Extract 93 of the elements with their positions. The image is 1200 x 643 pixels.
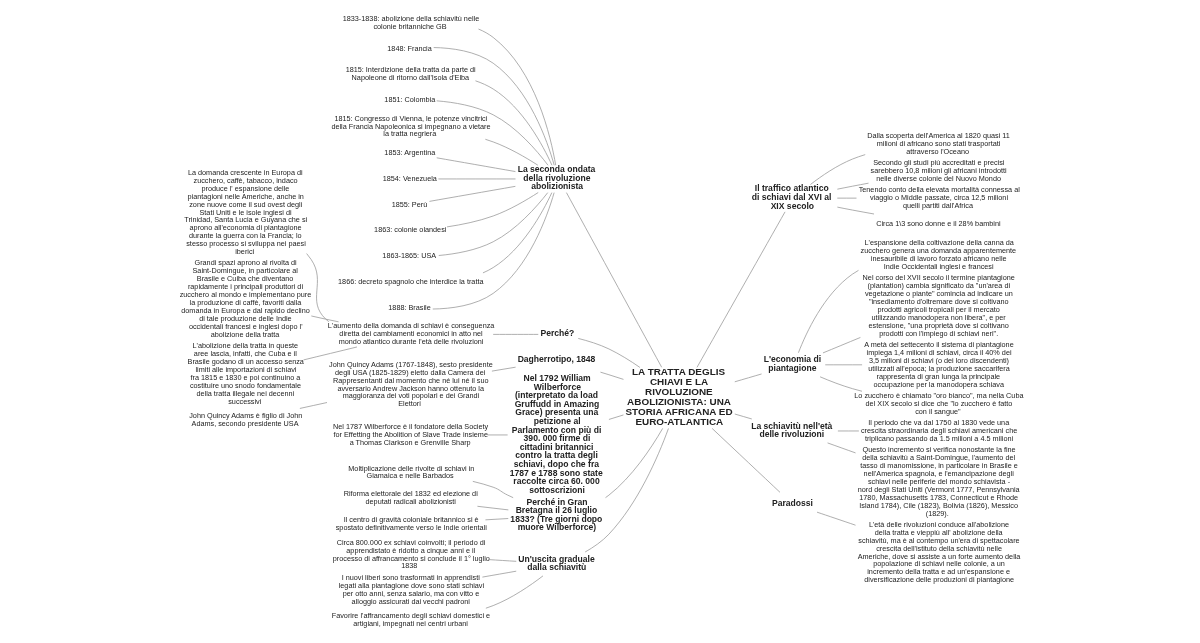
node-text: Perché? <box>540 327 575 338</box>
node-text: Nel corso del XVII secolo il termine piantagione (plantation) cambia significato da "un'area di vegetazione o piante" comincia ad indicare un "insediamento d'oltremare dove si coltivano prodotti agricoli tropicali per il mercato utilizzando manodopera non libera", e per estensione, "una proprietà dove si coltivano prodotti con l'impiego di schiavi neri". <box>862 273 1015 338</box>
node-text: 1866: decreto spagnolo che interdice la tratta <box>338 276 484 286</box>
node-text: 1833-1838: abolizione della schiavitù nelle colonie britanniche GB <box>342 13 480 31</box>
node-text: L'espansione della coltivazione della canna da zucchero genera una domanda apparentemente inesauribile di lavoro forzato africano nelle Indie Occidentali inglesi e francesi <box>860 237 1017 271</box>
connector <box>477 505 509 511</box>
connector <box>836 206 875 215</box>
connector <box>584 428 669 553</box>
connector <box>819 376 863 392</box>
connector <box>306 253 330 323</box>
node-text: 1853: Argentina <box>384 148 436 158</box>
node-text: Favorire l'affrancamento degli schiavi domestici e artigiani, impegnati nei centri urbani <box>331 611 491 628</box>
connector <box>472 480 514 499</box>
connector <box>303 346 358 361</box>
connector <box>299 402 328 409</box>
node-text: La domanda crescente in Europa di zucchero, caffè, tabacco, indaco produce l' espansione delle piantagioni nelle Americhe, anche in zone nuove come il sud ovest degli Stati Uniti e le isole inglesi di Trinidad, Santa Lucia e Guyana che si aprono all'economia di piantagione durante la guerra con la Francia; lo stesso processo si sviluppa nei paesi iberici <box>184 167 308 257</box>
node-text: Il periodo che va dal 1750 al 1830 vede una crescita straordinaria degli schiavi americani che triplicano passando da 1.5 milioni a 4.5 milioni <box>860 417 1018 443</box>
node-text: L'economia di piantagione <box>763 354 822 374</box>
connector <box>487 434 508 436</box>
node-text: 1863-1865: USA <box>382 251 437 261</box>
node-text: Il traffico atlantico di schiavi dal XVI al XIX secolo <box>751 183 832 211</box>
connector <box>798 269 859 354</box>
connector <box>711 428 781 493</box>
connector <box>478 28 557 166</box>
node-text: La schiavitù nell'età delle rivoluzioni <box>751 420 833 440</box>
node-text: Questo incremento si verifica nonostante la fine della schiavitù a Saint-Domingue, l'aumento del tasso di manomissione, in particolare in Brasile e nell'America spagnola, e l'emancipazione degli schiavi nelle periferie del mondo schiavista - nord degli Stati Uniti (Vermont 1777, Pennsylvania 1780, Massachusetts 1783, Connecticut e Rhode Island 1784), Cile (1823), Bolivia (1826), Messico (1829). <box>857 445 1020 518</box>
connector <box>484 138 539 166</box>
node-text: Un'uscita graduale dalla schiavitù <box>518 553 595 573</box>
node-text: 1848: Francia <box>387 43 432 53</box>
node-text: Nel 1787 Wilberforce è il fondatore della Society for Effetting the Abolition of Slave Trade insieme a Thomas Clarkson e Grenville Sharp <box>333 421 489 447</box>
connector <box>836 197 857 199</box>
connector <box>577 338 641 368</box>
node-text: Secondo gli studi più accreditati e precisi sarebbero 10,8 milioni gli africani introdotti nelle diverse colonie del Nuovo Mondo <box>870 157 1007 183</box>
node-text: Lo zucchero è chiamato "oro bianco", ma nella Cuba del XIX secolo si dice che "lo zucchero è fatto con il sangue" <box>854 390 1024 416</box>
connector <box>822 337 861 354</box>
connector <box>485 575 544 609</box>
connector <box>438 192 549 256</box>
node-text: L'età delle rivoluzioni conduce all'abolizione della tratta e vieppiù all' abolizione della schiavitù, ma è al contempo un'era di spettacolare crescita dell'istituto della schiavitù nelle Americhe, dove si assiste a un forte aumento della popolazione di schiavi nelle colonie, a un incremento della tratta e ad un'espansione e diversificazione delle produzioni di piantagione <box>857 519 1021 585</box>
connector <box>487 559 517 562</box>
node-text: L'abolizione della tratta in queste aree lascia, infatti, che Cuba e il Brasile godano di un accesso senza limiti alle importazioni di schiavi fra 1815 e 1830 e poi continuino a costituire uno snodo fondamentale della tratta illegale nei decenni successivi <box>187 341 304 406</box>
node-text: L'aumento della domanda di schiavi è conseguenza diretta dei cambiamenti economici in atto nel mondo atlantico durante l'età delle rivoluzioni <box>327 321 495 347</box>
node-text: Riforma elettorale del 1832 ed elezione di deputati radicali abolizionisti <box>343 489 478 507</box>
node-text: La seconda ondata della rivoluzione abolizionista <box>517 164 596 192</box>
node-text: Circa 800.000 ex schiavi coinvolti; il periodo di apprendistato è ridotto a cinque anni e il processo di affrancamento si conclude il 1° luglio 1838 <box>332 537 490 571</box>
connector <box>446 192 539 228</box>
node-text: 1854: Venezuela <box>382 173 437 183</box>
node-text: John Quincy Adams (1767-1848), sesto presidente degli USA (1825-1829) eletto dalla Camera dei Rappresentanti dal momento che né lui né il suo avversario Andrew Jackson hanno ottenuto la maggioranza dei voti popolari e dei Grandi Elettori <box>329 359 493 409</box>
connector <box>475 80 553 166</box>
node-text: Perché in Gran Bretagna il 26 luglio 1833? (Tre giorni dopo muore Wilberforce) <box>510 496 603 533</box>
connector <box>482 570 517 578</box>
connector <box>433 47 555 166</box>
connector <box>436 100 549 166</box>
connector <box>492 334 539 335</box>
connector <box>696 211 786 368</box>
connector <box>827 442 856 454</box>
node-text: Dagherrotipo, 1848 <box>517 353 596 364</box>
node-text: 1888: Brasile <box>388 302 431 312</box>
connector <box>608 414 624 420</box>
node-text: 1815: Interdizione della tratta da parte di Napoleone di ritorno dall'Isola d'Elba <box>345 65 476 83</box>
connector <box>310 315 339 323</box>
node-text: Dalla scoperta dell'America al 1820 quasi 11 milioni di africano sono stati trasportati attraverso l'Oceano <box>867 130 1010 156</box>
connector <box>482 192 553 274</box>
node-text: 1851: Colombia <box>384 95 436 105</box>
node-text: 1863: colonie olandesi <box>374 225 447 235</box>
node-text: Grandi spazi aprono al rivolta di Saint-Domingue, in particolare al Brasile e Cuiba che diventano rapidamente i principali produttori di zucchero al mondo e implementano pure la produzione di caffè, favoriti dalla domanda in Europa e dal rapido declino di tale produzione delle Indie occidentali francesi e inglesi dopo l' abolizione della tratta <box>179 258 312 339</box>
connector <box>600 371 624 380</box>
connector <box>432 192 555 310</box>
connector <box>436 157 516 172</box>
connector <box>491 366 516 372</box>
node-text: LA TRATTA DEGLIS CHIAVI E LA RIVOLUZIONE ABOLIZIONISTA: UNA STORIA AFRICANA ED EURO-ATLANTICA <box>625 366 733 428</box>
node-text: Il centro di gravità coloniale britannico si è spostato definitivamente verso le Indie orientali <box>335 515 487 533</box>
node-text: Circa 1\3 sono donne e il 28% bambini <box>876 219 1001 229</box>
connector <box>810 154 866 185</box>
node-text: Paradossi <box>771 497 813 508</box>
connector <box>485 518 509 521</box>
node-text: Tenendo conto della elevata mortalità connessa al viaggio o Middle passate, circa 12,5 milioni quelli partiti dall'Africa <box>858 185 1020 210</box>
node-text: Nel 1792 William Wilberforce (interpretato da load Gruffudd in Amazing Grace) presenta una petizione al Parlamento con più di 390. 000 firme di cittadini britannici contro la tratta degli schiavi, dopo che fra 1787 e 1788 sono state raccolte circa 60. 000 sottoscrizioni <box>509 372 603 495</box>
node-text: John Quincy Adams è figlio di John Adams, secondo presidente USA <box>189 411 303 429</box>
connector <box>605 427 664 499</box>
connector <box>837 430 860 432</box>
connector <box>734 413 753 420</box>
node-text: 1855: Perù <box>391 199 428 209</box>
connector <box>438 178 516 180</box>
node-text: 1815: Congresso di Vienna, le potenze vincitrici della Francia Napoleonica si impegnano a vietare la tratta negriera <box>331 113 491 139</box>
connector <box>824 364 863 366</box>
connector <box>816 511 856 526</box>
node-text: I nuovi liberi sono trasformati in apprendisti legati alla piantagione dove sono stati schiavi per otto anni, senza salario, ma con vitto e alloggio assicurati dai vecchi padroni <box>338 572 485 606</box>
connector <box>734 373 762 383</box>
node-text: Moltiplicazione delle rivolte di schiavi in Giamaica e nelle Barbados <box>348 463 475 481</box>
connector <box>566 192 663 368</box>
connector <box>429 185 516 202</box>
connector <box>836 182 869 190</box>
node-text: A metà del settecento il sistema di piantagione impiega 1,4 milioni di schiavi, circa il 40% dei 3,5 milioni di schiavi (o dei loro discendenti) utilizzati all'epoca; la produzione saccarifera rappresenta di gran lunga la principale occupazione per la manodopera schiava <box>864 339 1014 389</box>
